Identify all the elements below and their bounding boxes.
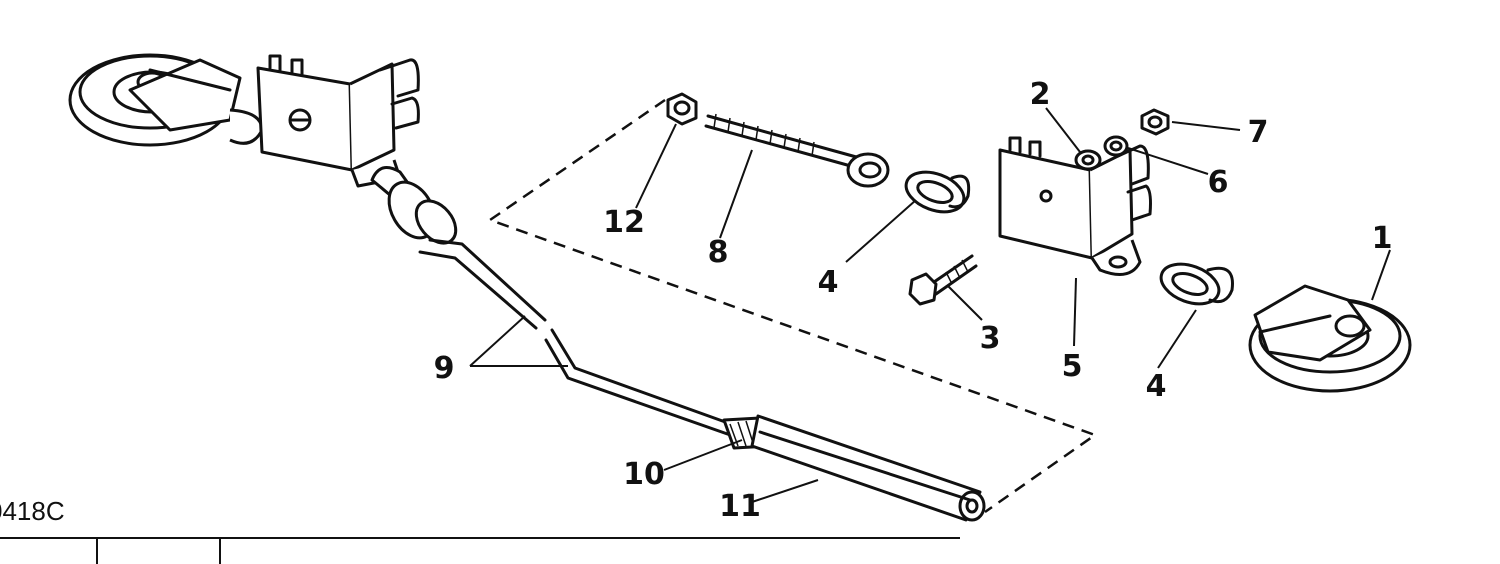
nut-12 [666,92,698,126]
leader-6 [1127,147,1209,175]
callout-8: 8 [708,235,729,270]
leader-lines [469,107,1391,503]
figure-code: 0418C [0,496,65,526]
leader-7 [1171,121,1241,131]
left-link-chain [370,166,458,245]
callout-1: 1 [1372,221,1393,256]
eye-bolt-8 [704,113,890,188]
leader-11 [751,479,819,503]
callout-5: 5 [1062,349,1083,384]
left-bracket [256,54,420,188]
callout-9: 9 [434,351,455,386]
leader-10 [663,439,743,471]
rod-9 [418,238,744,439]
leader-4b [1157,309,1197,369]
leader-3 [947,285,983,321]
assembly-dashed-outline [487,98,1098,514]
leader-5 [1073,277,1077,347]
right-bracket-5 [998,136,1152,276]
callout-11: 11 [719,489,761,524]
clip-4-lower [1159,262,1234,306]
callout-4b: 4 [1146,369,1167,404]
tube-11 [750,414,986,522]
bolt-3 [908,254,978,306]
callout-2: 2 [1030,77,1051,112]
bottom-table-lines [0,537,960,564]
left-pulley-assembly [68,53,264,147]
leader-4a [845,199,917,263]
callout-4a: 4 [818,265,839,300]
callout-7: 7 [1248,115,1269,150]
clip-4-upper [904,170,971,214]
lockwasher-6 [1103,135,1129,157]
leader-9a [469,315,526,367]
callout-12: 12 [603,205,645,240]
leader-12 [635,123,677,209]
right-pulley-1 [1248,284,1412,393]
leader-8 [719,149,753,239]
callout-6: 6 [1208,165,1229,200]
callout-10: 10 [623,457,665,492]
callout-3: 3 [980,321,1001,356]
leader-2 [1045,107,1081,153]
leader-1 [1371,249,1391,301]
nut-7 [1140,108,1170,136]
washer-2 [1074,149,1102,171]
